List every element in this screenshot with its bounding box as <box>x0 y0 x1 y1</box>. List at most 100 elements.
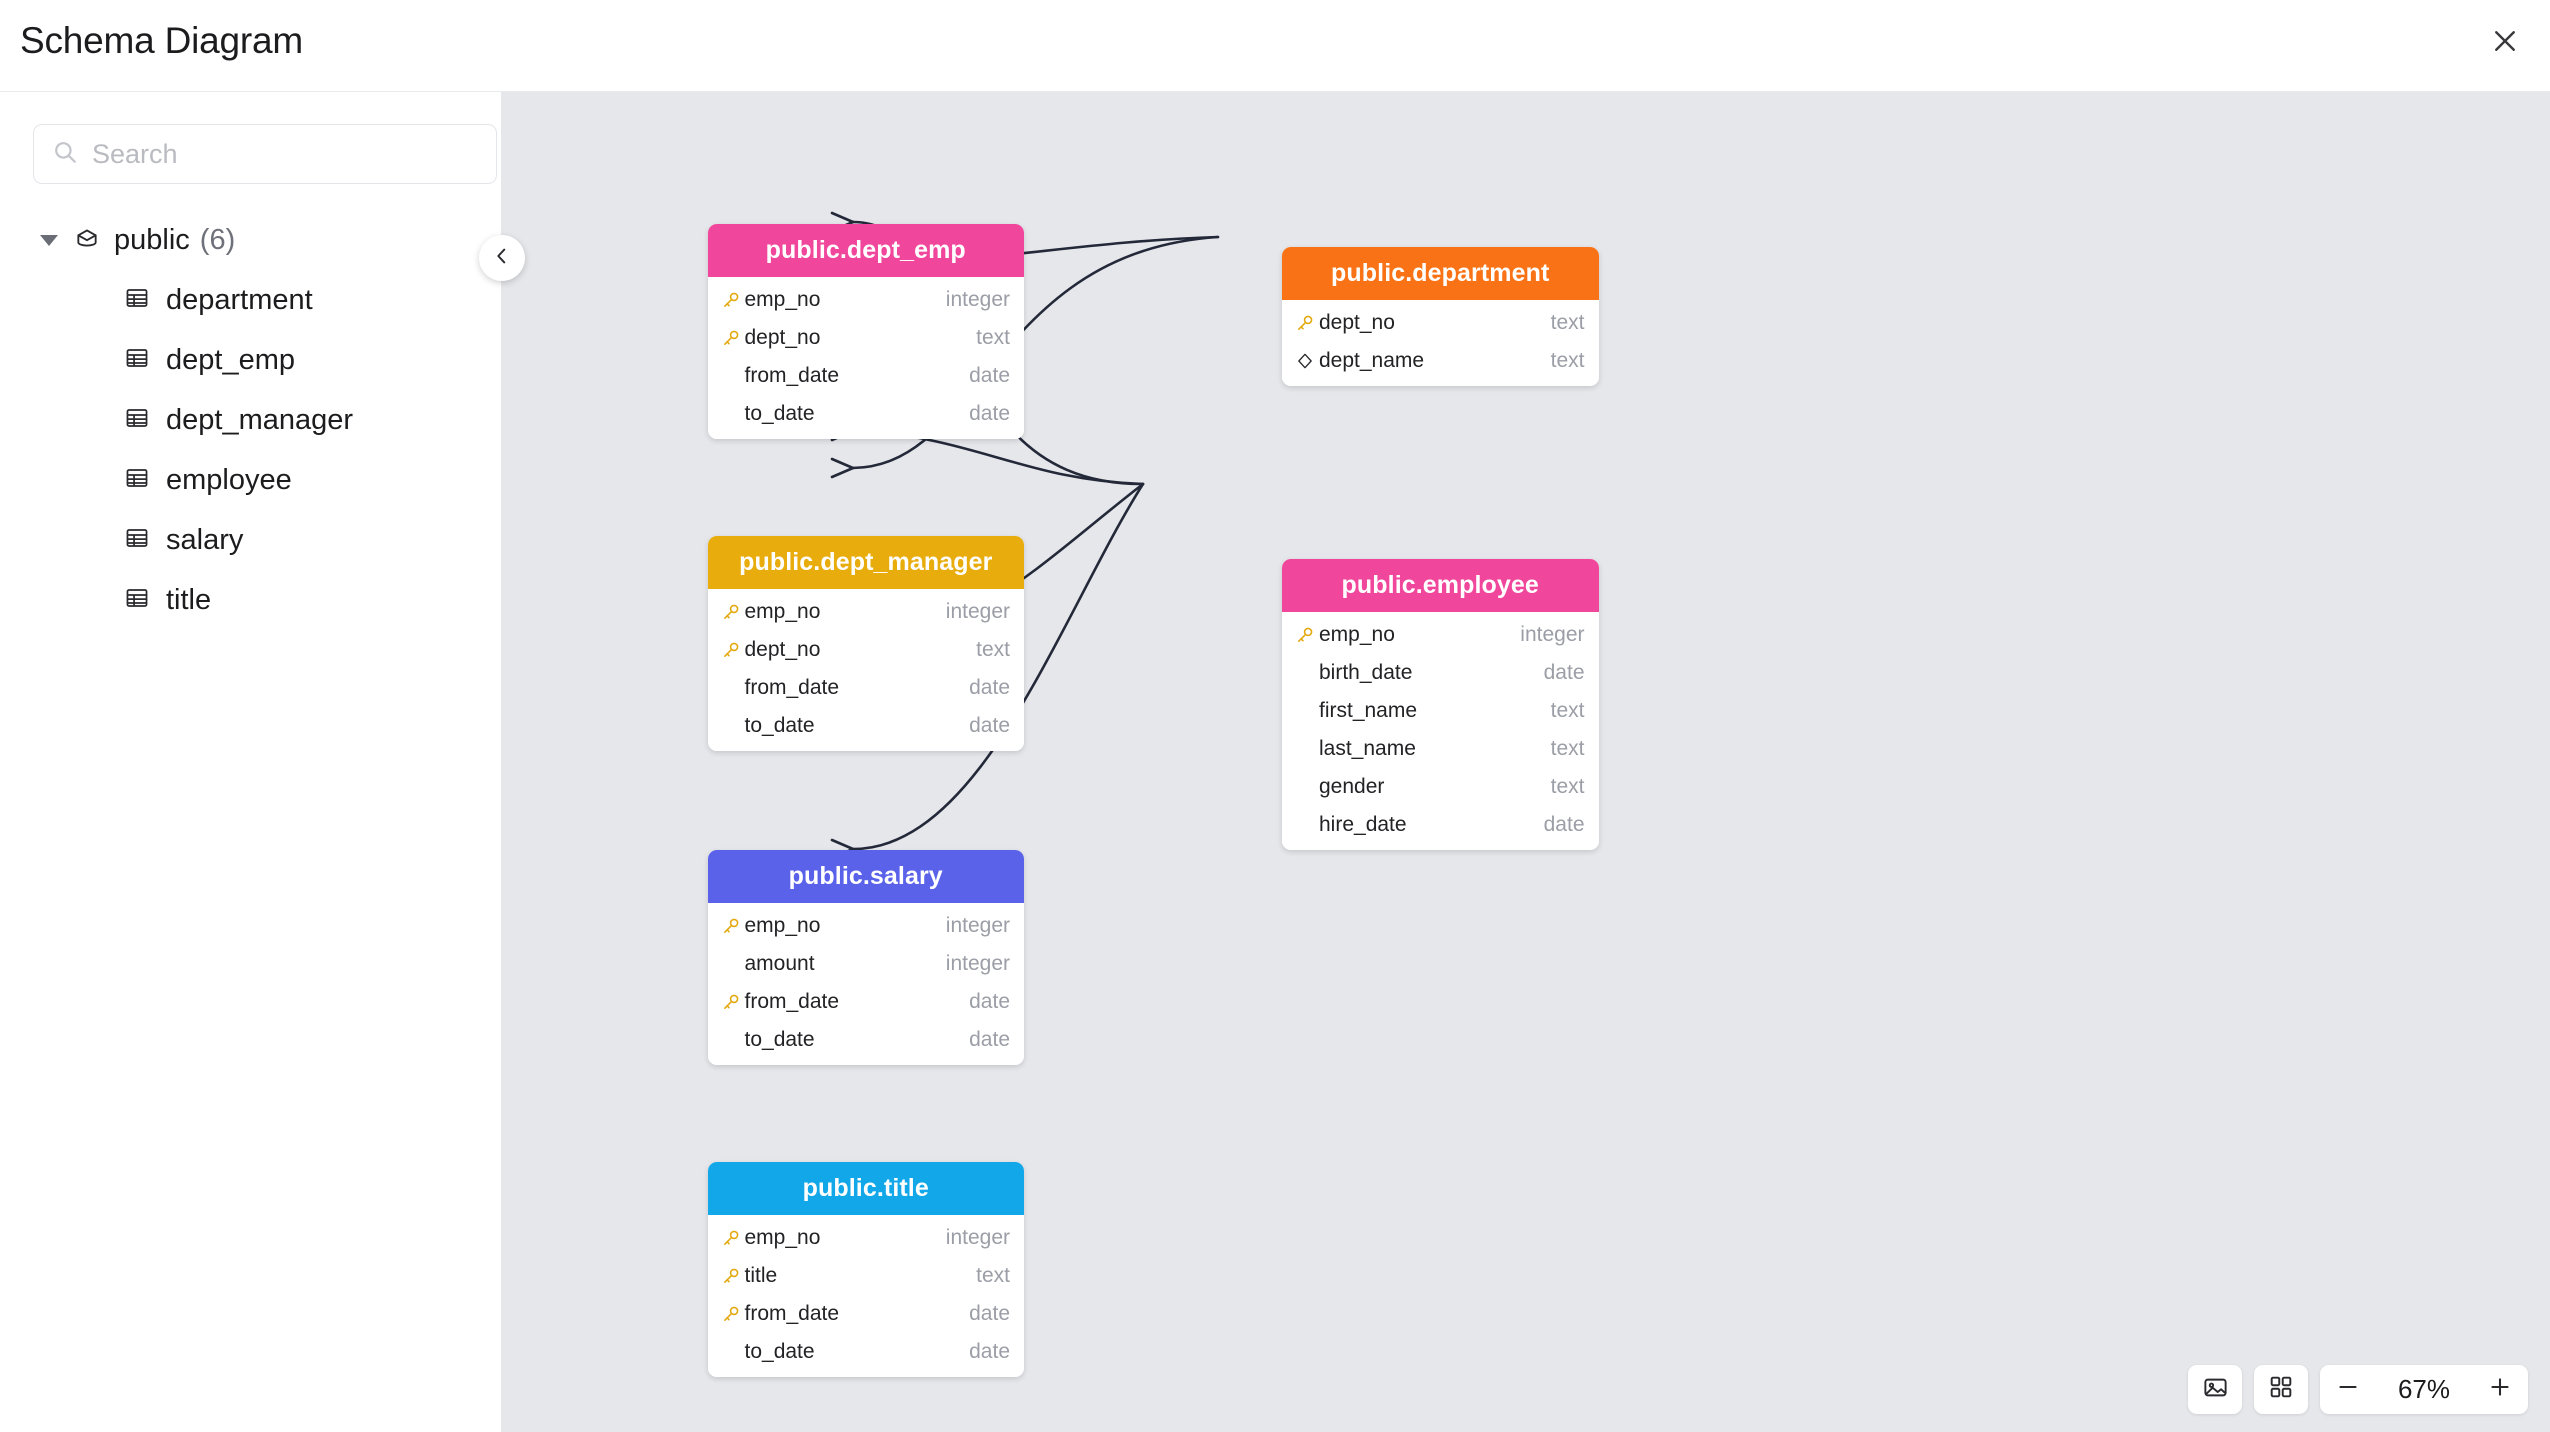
zoom-out-button[interactable] <box>2320 1365 2376 1414</box>
column-type: date <box>969 402 1010 425</box>
column-name: emp_no <box>744 1225 821 1249</box>
collapse-sidebar-button[interactable] <box>479 235 525 281</box>
tree-item-table-employee[interactable]: employee <box>0 450 501 510</box>
primary-key-icon <box>721 328 745 348</box>
table-icon <box>124 525 150 556</box>
plus-icon <box>2487 1374 2513 1405</box>
zoom-level-display[interactable]: 67% <box>2397 1374 2451 1404</box>
primary-key-icon <box>721 916 745 936</box>
zoom-in-button[interactable] <box>2472 1365 2528 1414</box>
column-type: text <box>1550 310 1585 334</box>
column-icon-placeholder <box>1295 777 1319 797</box>
primary-key-icon <box>721 1266 745 1286</box>
column-type: date <box>969 364 1010 387</box>
primary-key-icon <box>721 1304 745 1324</box>
tree-item-table-dept_manager[interactable]: dept_manager <box>0 390 501 450</box>
export-image-button[interactable] <box>2188 1365 2242 1414</box>
column-icon-placeholder <box>1295 663 1319 683</box>
column-type: date <box>969 1301 1010 1325</box>
table-node-header: public.title <box>707 1161 1024 1215</box>
chevron-down-icon[interactable] <box>40 234 58 246</box>
column-name: from_date <box>744 364 840 387</box>
zoom-control-group: 67% <box>2320 1365 2528 1414</box>
column-row[interactable]: from_date date <box>708 357 1025 395</box>
primary-key-icon <box>721 1228 745 1248</box>
column-icon-placeholder <box>721 366 745 386</box>
close-button[interactable] <box>2474 12 2536 74</box>
column-icon-placeholder <box>721 1030 745 1050</box>
tree-item-table-title[interactable]: title <box>0 570 501 630</box>
column-type: date <box>969 676 1010 699</box>
tree-item-schema-public[interactable]: public (6) <box>0 210 501 270</box>
column-icon-placeholder <box>721 404 745 424</box>
tree-item-table-department[interactable]: department <box>0 270 501 330</box>
column-row[interactable]: from_date date <box>708 669 1025 707</box>
column-row[interactable]: to_date date <box>708 395 1025 433</box>
table-node-header: public.employee <box>1282 558 1599 612</box>
column-name: emp_no <box>1319 622 1395 646</box>
tree-item-table-salary[interactable]: salary <box>0 510 501 570</box>
column-name: from_date <box>744 1301 840 1325</box>
auto-layout-button[interactable] <box>2254 1365 2308 1414</box>
table-node-title: public.salary <box>788 861 943 890</box>
column-icon-placeholder <box>1295 701 1319 721</box>
search-field[interactable] <box>33 124 497 184</box>
column-row[interactable]: from_date date <box>708 1295 1025 1333</box>
canvas-toolbar: 67% <box>2188 1365 2528 1414</box>
column-name: from_date <box>744 676 840 699</box>
primary-key-icon <box>721 290 745 310</box>
schema-name: public <box>114 223 190 256</box>
tree-item-label: department <box>166 283 313 316</box>
column-name: to_date <box>744 402 815 425</box>
schema-tree: public (6) department dept_emp dept_manage… <box>0 210 501 630</box>
tree-item-table-dept_emp[interactable]: dept_emp <box>0 330 501 390</box>
search-input[interactable] <box>92 138 478 170</box>
primary-key-icon <box>721 602 745 622</box>
page-title: Schema Diagram <box>20 20 304 61</box>
column-name: emp_no <box>744 288 821 311</box>
table-icon <box>124 345 150 376</box>
column-type: date <box>969 989 1010 1013</box>
sidebar: public (6) department dept_emp dept_manage… <box>0 92 502 1432</box>
tree-item-label: dept_emp <box>166 343 295 376</box>
table-node-title: public.dept_manager <box>739 548 993 576</box>
column-icon-placeholder <box>1295 815 1319 835</box>
table-icon <box>124 405 150 436</box>
tree-item-label: title <box>166 583 212 616</box>
column-name: birth_date <box>1319 660 1413 684</box>
tree-item-label: dept_manager <box>166 403 354 436</box>
table-node-title: public.department <box>1331 258 1550 287</box>
column-name: last_name <box>1319 736 1416 760</box>
table-icon <box>124 285 150 316</box>
